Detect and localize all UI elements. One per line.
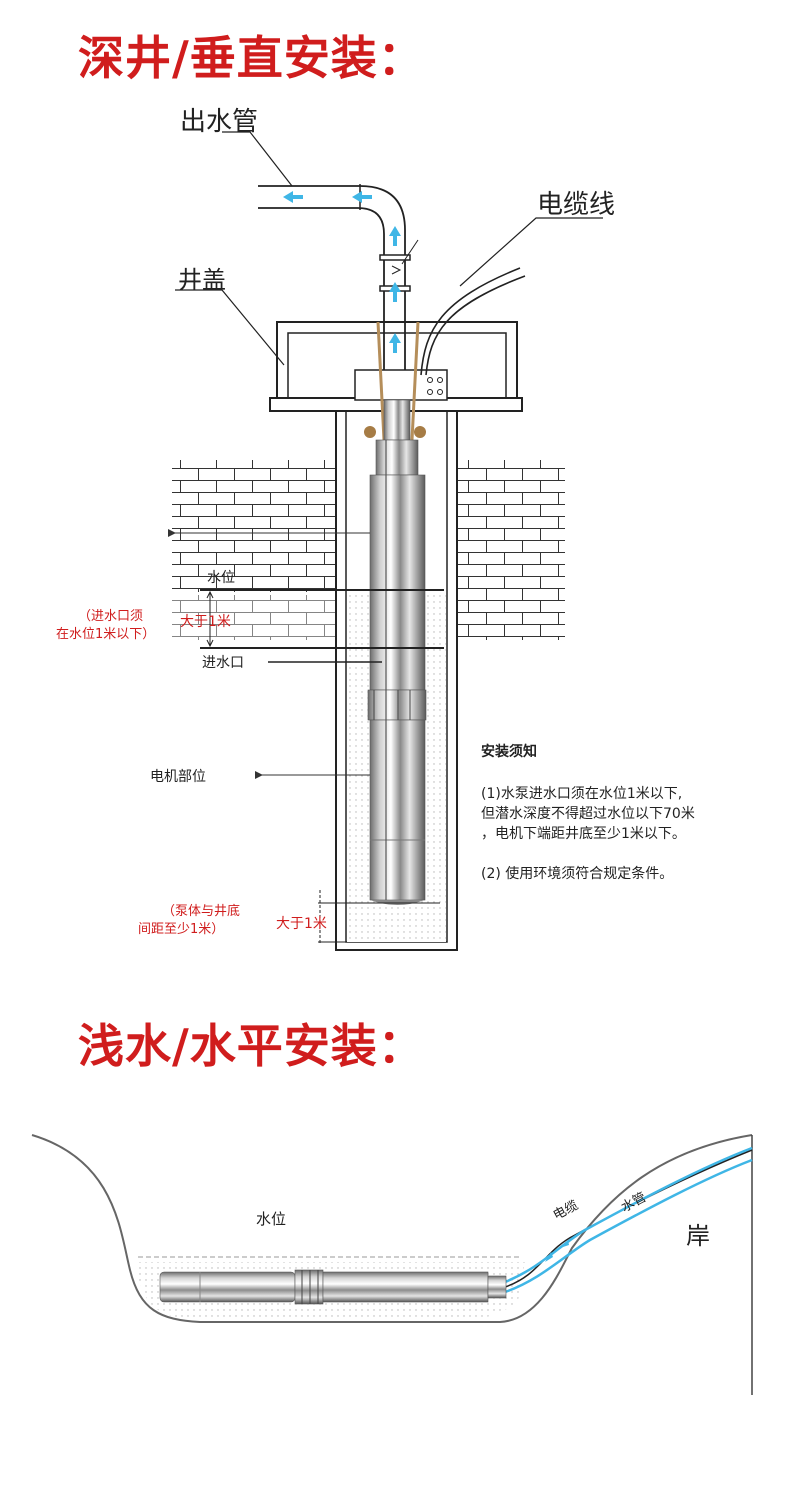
shallow-water-diagram: 水位 电缆 水管 岸 (31, 1134, 753, 1395)
right-soil-bricks (457, 460, 565, 640)
section-title-deep-well: 深井/垂直安装： (78, 31, 425, 85)
pond-bank (31, 1134, 753, 1323)
notes-heading: 安装须知 (481, 744, 537, 760)
label-intake: 进水口 (202, 655, 244, 671)
section-title-shallow-water: 浅水/水平安装： (78, 1019, 425, 1073)
label-water-level: 水位 (207, 570, 235, 586)
cable (420, 267, 521, 376)
notes-item1-line1: (1)水泵进水口须在水位1米以下, (481, 786, 683, 802)
note-intake-line2: 在水位1米以下） (56, 627, 155, 642)
pump-motor (369, 719, 426, 901)
label-greater-1m-bottom: 大于1米 (276, 916, 327, 932)
flow-arrows (283, 191, 401, 353)
label-well-cover: 井盖 (178, 266, 226, 294)
installation-notes: 安装须知 (1)水泵进水口须在水位1米以下, 但潜水深度不得超过水位以下70米 … (481, 742, 771, 884)
label-motor: 电机部位 (150, 769, 206, 785)
label-outlet-pipe: 出水管 (180, 107, 258, 137)
label-cable: 电缆线 (537, 190, 615, 220)
notes-item1-line3: ，电机下端距井底至少1米以下。 (481, 826, 686, 842)
junction-box (354, 369, 448, 401)
horizontal-pump-body (322, 1271, 489, 1303)
pump-head (375, 439, 419, 476)
notes-item1-line2: 但潜水深度不得超过水位以下70米 (481, 806, 695, 822)
rope (376, 321, 420, 441)
deep-well-diagram: 出水管 电缆线 井盖 水位 （进水口须 在水位1米以下） 大于1米 进水口 电机… (56, 107, 615, 951)
water-pipe (504, 1146, 753, 1284)
label-cable-2: 电缆 (550, 1197, 580, 1223)
pump-body (369, 474, 426, 691)
label-greater-1m-top: 大于1米 (180, 614, 231, 630)
label-water-level-2: 水位 (256, 1210, 286, 1228)
notes-item2: (2) 使用环境须符合规定条件。 (481, 866, 674, 882)
label-shore: 岸 (686, 1222, 710, 1250)
note-intake-line1: （进水口须 (78, 609, 143, 624)
horizontal-pump-motor (159, 1271, 296, 1303)
note-bottom-line2: 间距至少1米） (138, 922, 224, 937)
note-bottom-line1: （泵体与井底 (162, 903, 240, 919)
